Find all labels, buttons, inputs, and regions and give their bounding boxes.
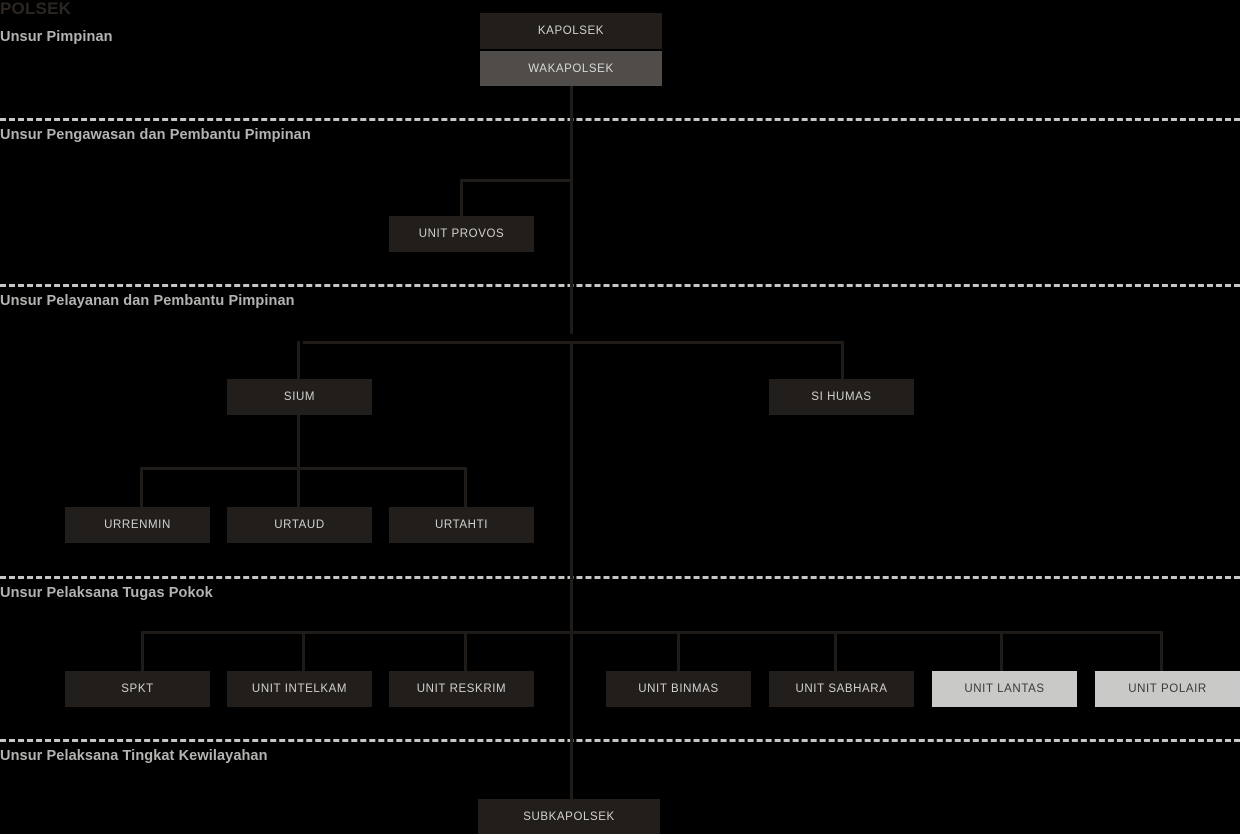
connector-provos-horizontal <box>460 179 573 182</box>
node-kapolsek[interactable]: KAPOLSEK <box>480 13 662 49</box>
section-label-unsur-pelaksana-kewilayahan: Unsur Pelaksana Tingkat Kewilayahan <box>0 748 268 764</box>
node-sium[interactable]: SIUM <box>227 379 372 415</box>
section-label-unsur-pengawasan: Unsur Pengawasan dan Pembantu Pimpinan <box>0 127 311 143</box>
node-unit-lantas[interactable]: UNIT LANTAS <box>932 671 1077 707</box>
divider-pengawasan-pelayanan <box>0 284 1240 287</box>
node-urtahti[interactable]: URTAHTI <box>389 507 534 543</box>
node-unit-binmas[interactable]: UNIT BINMAS <box>606 671 751 707</box>
section-label-unsur-pelayanan: Unsur Pelayanan dan Pembantu Pimpinan <box>0 293 295 309</box>
connector-sihumas-drop <box>841 341 844 379</box>
section-label-unsur-pelaksana-tugas-pokok: Unsur Pelaksana Tugas Pokok <box>0 585 213 601</box>
node-subkapolsek[interactable]: SUBKAPOLSEK <box>478 799 660 834</box>
node-wakapolsek[interactable]: WAKAPOLSEK <box>480 51 662 86</box>
connector-lantas-drop <box>1000 631 1003 671</box>
connector-sabhara-drop <box>834 631 837 671</box>
connector-spine-middle <box>570 341 573 633</box>
connector-spkt-drop <box>141 631 144 671</box>
connector-sium-stem <box>297 415 300 467</box>
connector-pelayanan-bus <box>303 341 844 344</box>
node-urtaud[interactable]: URTAUD <box>227 507 372 543</box>
page-title: POLSEK <box>0 0 72 18</box>
connector-intelkam-drop <box>302 631 305 671</box>
divider-pimpinan-pengawasan <box>0 118 1240 121</box>
node-si-humas[interactable]: SI HUMAS <box>769 379 914 415</box>
section-label-unsur-pimpinan: Unsur Pimpinan <box>0 29 113 45</box>
connector-reskrim-drop <box>464 631 467 671</box>
node-unit-sabhara[interactable]: UNIT SABHARA <box>769 671 914 707</box>
node-unit-intelkam[interactable]: UNIT INTELKAM <box>227 671 372 707</box>
divider-pelayanan-pelaksana <box>0 576 1240 579</box>
connector-sium-drop <box>297 341 300 379</box>
node-unit-reskrim[interactable]: UNIT RESKRIM <box>389 671 534 707</box>
connector-urrenmin-drop <box>140 467 143 507</box>
connector-polair-drop <box>1160 631 1163 671</box>
connector-binmas-drop <box>677 631 680 671</box>
connector-urtaud-drop <box>297 467 300 507</box>
connector-spine-lower <box>570 633 573 800</box>
connector-spine-upper <box>570 86 573 334</box>
divider-pelaksana-kewilayahan <box>0 739 1240 742</box>
connector-provos-vertical <box>460 179 463 216</box>
connector-sium-children-bus <box>140 467 467 470</box>
node-spkt[interactable]: SPKT <box>65 671 210 707</box>
node-unit-polair[interactable]: UNIT POLAIR <box>1095 671 1240 707</box>
connector-urtahti-drop <box>464 467 467 507</box>
connector-tugaspokok-bus <box>141 631 1163 634</box>
node-unit-provos[interactable]: UNIT PROVOS <box>389 216 534 252</box>
node-urrenmin[interactable]: URRENMIN <box>65 507 210 543</box>
